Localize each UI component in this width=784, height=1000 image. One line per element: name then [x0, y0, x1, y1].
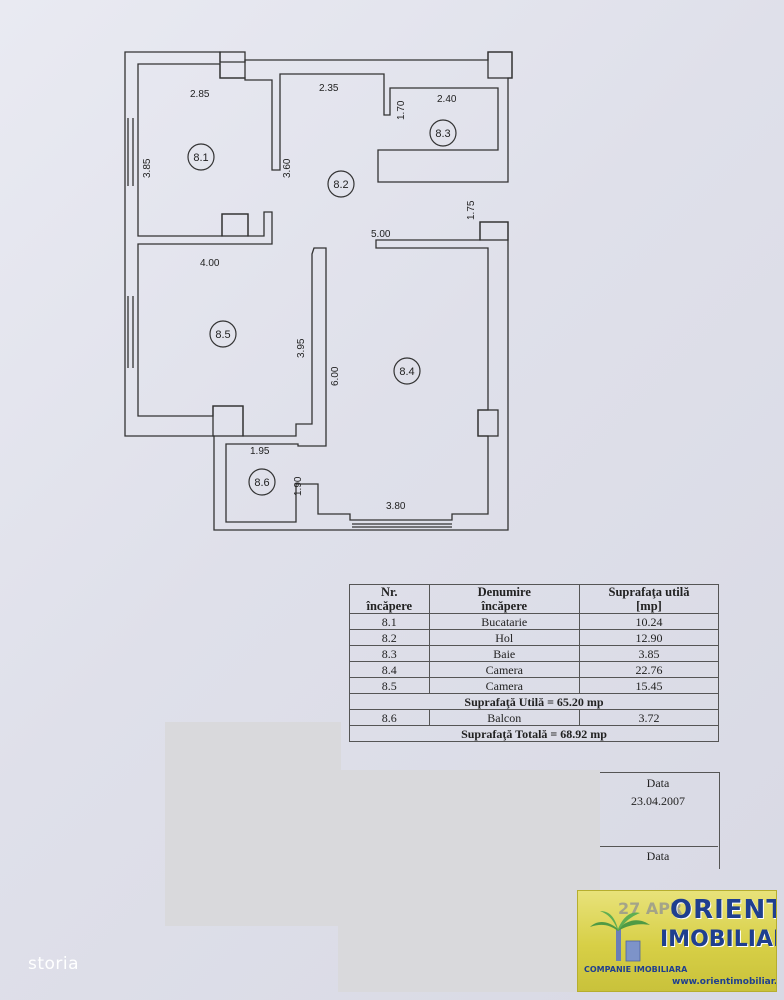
dimension-label: 3.60 [282, 158, 293, 178]
dimension-label: 5.00 [371, 229, 391, 240]
row-nr: 8.6 [349, 709, 430, 726]
row-area: 10.24 [578, 613, 720, 630]
dimension-label: 1.95 [250, 446, 270, 457]
table-row: 8.4 Camera 22.76 [349, 661, 720, 678]
table-row: 8.2 Hol 12.90 [349, 629, 720, 646]
logo-url: www.orientimobiliar.ro [672, 977, 777, 987]
grand-total-row: Suprafaţă Totală = 68.92 mp [349, 725, 719, 742]
row-name: Camera [428, 661, 580, 678]
dimension-label: 2.40 [437, 94, 457, 105]
logo-tagline: COMPANIE IMOBILIARA [584, 965, 688, 974]
row-area: 3.85 [578, 645, 720, 662]
room-marker: 8.5 [209, 320, 237, 348]
table-row: 8.5 Camera 15.45 [349, 677, 720, 694]
svg-text:8.3: 8.3 [435, 128, 450, 140]
room-marker: 8.3 [429, 119, 457, 147]
dimension-label: 3.80 [386, 501, 406, 512]
row-area: 3.72 [578, 709, 720, 726]
table-header-row: Nr. încăpere Denumire încăpere Suprafaţa… [349, 584, 720, 614]
row-nr: 8.5 [349, 677, 430, 694]
row-nr: 8.4 [349, 661, 430, 678]
room-marker: 8.6 [248, 468, 276, 496]
palm-tree-icon [590, 911, 650, 962]
dimension-label: 3.85 [142, 158, 153, 178]
header-name: Denumire încăpere [428, 584, 580, 614]
orient-imobiliar-logo: 27 APR ORIENT IMOBILIAR COMPANIE IMOBILI… [577, 890, 777, 992]
dimension-label: 4.00 [200, 258, 220, 269]
table-row: 8.1 Bucatarie 10.24 [349, 613, 720, 630]
logo-title: ORIENT [670, 895, 777, 925]
row-name: Baie [428, 645, 580, 662]
dimension-label: 2.35 [319, 83, 339, 94]
svg-text:8.6: 8.6 [254, 477, 269, 489]
dimension-label: 3.95 [296, 338, 307, 358]
row-area: 22.76 [578, 661, 720, 678]
floor-plan: 2.85 3.85 2.35 3.60 1.70 2.40 1.75 5.00 … [124, 51, 513, 531]
svg-text:8.5: 8.5 [215, 329, 230, 341]
header-area: Suprafaţa utilă [mp] [578, 584, 720, 614]
svg-text:8.4: 8.4 [399, 366, 414, 378]
dimension-label: 1.90 [293, 476, 304, 496]
storia-watermark: storia [28, 954, 80, 974]
row-name: Hol [428, 629, 580, 646]
logo-subtitle: IMOBILIAR [660, 927, 777, 952]
header-nr: Nr. încăpere [349, 584, 430, 614]
useful-total: Suprafaţă Utilă = 65.20 mp [349, 693, 719, 710]
svg-text:8.1: 8.1 [193, 152, 208, 164]
room-marker: 8.4 [393, 357, 421, 385]
svg-text:8.2: 8.2 [333, 179, 348, 191]
grand-total: Suprafaţă Totală = 68.92 mp [349, 725, 719, 742]
row-nr: 8.1 [349, 613, 430, 630]
area-table: Nr. încăpere Denumire încăpere Suprafaţa… [349, 584, 720, 742]
room-marker: 8.1 [187, 143, 215, 171]
row-nr: 8.3 [349, 645, 430, 662]
redacted-block [338, 770, 600, 992]
dimension-label: 2.85 [190, 89, 210, 100]
room-marker: 8.2 [327, 170, 355, 198]
date-value: 23.04.2007 [631, 794, 685, 808]
table-row: 8.6 Balcon 3.72 [349, 709, 720, 726]
table-row: 8.3 Baie 3.85 [349, 645, 720, 662]
row-name: Balcon [428, 709, 580, 726]
dimension-label: 1.75 [466, 200, 477, 220]
row-name: Camera [428, 677, 580, 694]
row-nr: 8.2 [349, 629, 430, 646]
row-area: 15.45 [578, 677, 720, 694]
date-label: Data [646, 849, 670, 863]
row-area: 12.90 [578, 629, 720, 646]
divider [598, 846, 718, 847]
dimension-label: 6.00 [330, 366, 341, 386]
redacted-block [165, 722, 341, 926]
dimension-label: 1.70 [396, 100, 407, 120]
useful-total-row: Suprafaţă Utilă = 65.20 mp [349, 693, 719, 710]
date-label: Data [646, 776, 670, 790]
row-name: Bucatarie [428, 613, 580, 630]
